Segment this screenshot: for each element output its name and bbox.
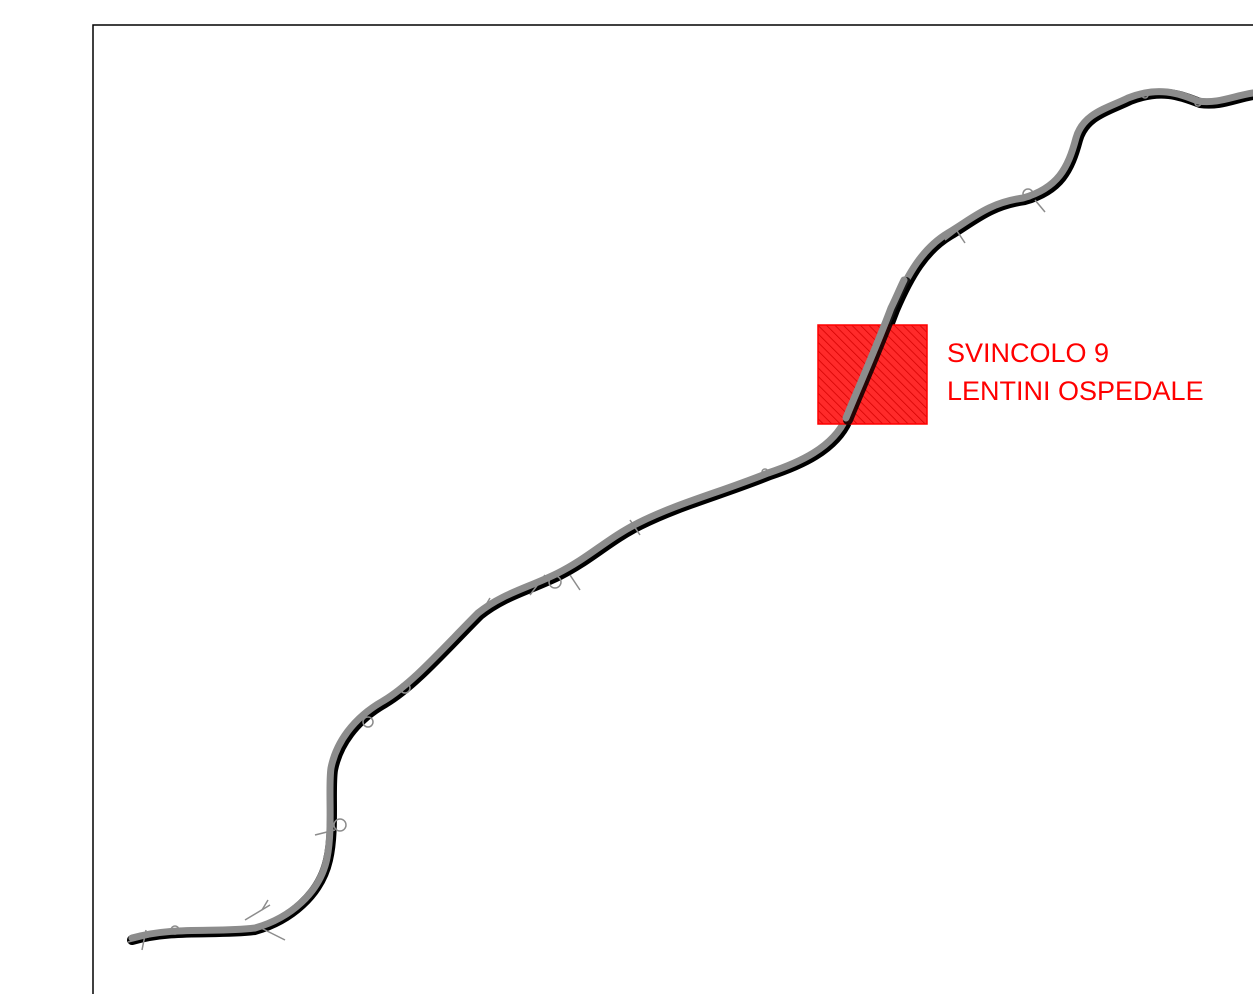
road-edge — [127, 88, 1253, 945]
junction-highlight-box — [817, 324, 928, 425]
road-body — [128, 88, 1253, 942]
junction-label-line2: LENTINI OSPEDALE — [947, 376, 1204, 406]
junction-label-line1: SVINCOLO 9 — [947, 338, 1109, 368]
drawing-frame — [92, 24, 1253, 994]
road-route — [127, 88, 1253, 951]
